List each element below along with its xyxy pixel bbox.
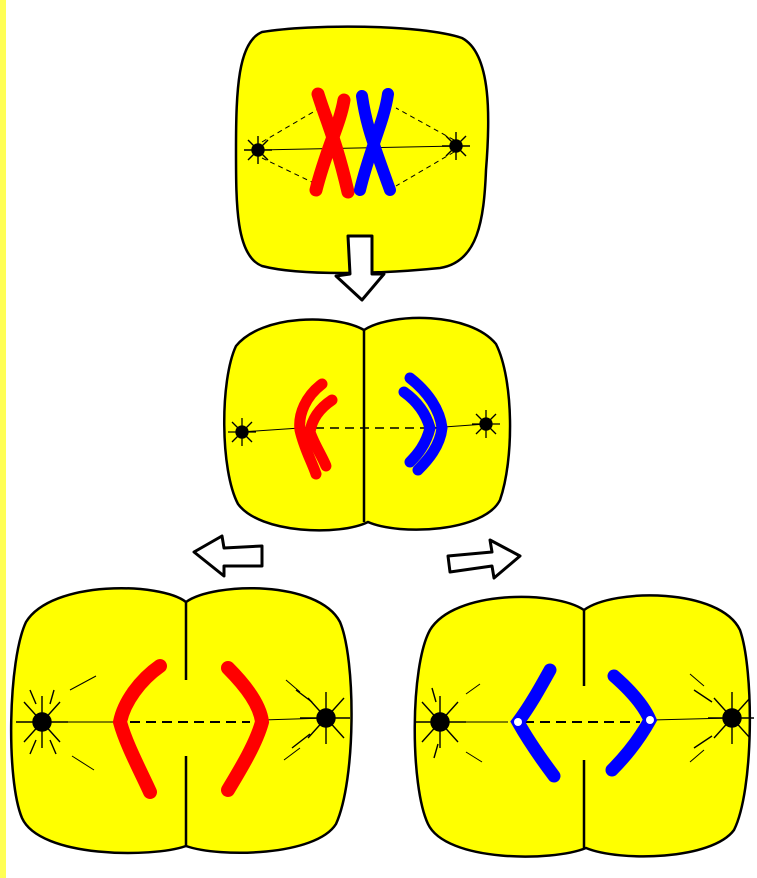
top-right-centriole [442, 132, 470, 160]
middle-right-centriole [472, 410, 500, 438]
middle-cell-membrane [224, 318, 510, 530]
bottom-right-cell [414, 595, 754, 856]
bottom-left-cell [11, 588, 351, 853]
arrow-down-left [194, 536, 262, 576]
arrow-down-right [448, 540, 520, 578]
middle-left-centriole [228, 418, 256, 446]
top-left-centriole [244, 136, 272, 164]
bottom-right-membrane [415, 595, 750, 856]
middle-cell [224, 318, 510, 530]
bottom-left-membrane [11, 588, 351, 853]
